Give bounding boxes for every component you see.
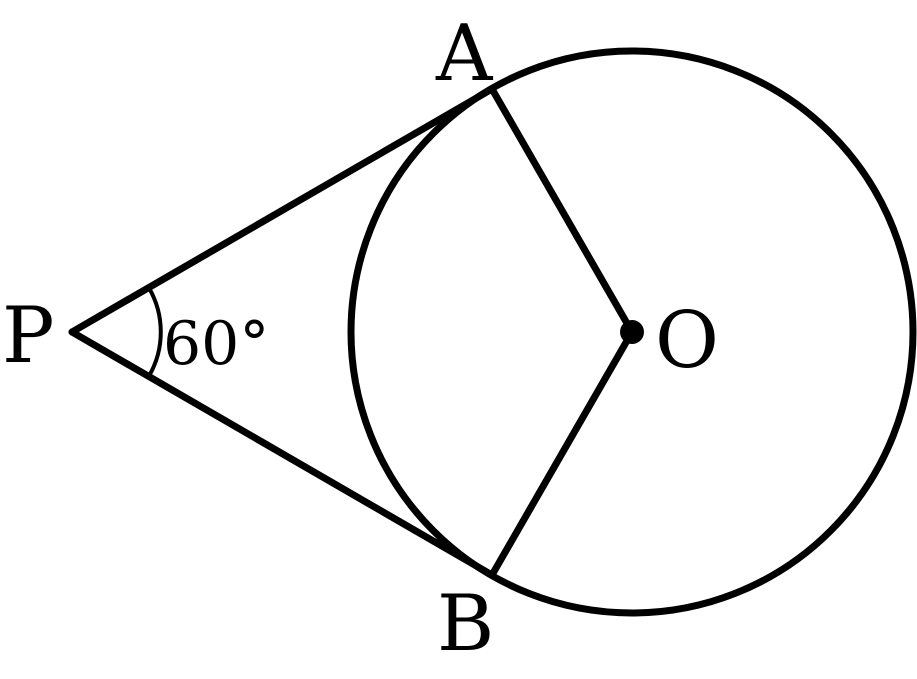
tangent-pa: [68, 85, 496, 336]
tangent-pb: [68, 328, 496, 579]
angle-label: 60°: [163, 309, 269, 379]
angle-arc: [147, 286, 163, 378]
label-a: A: [435, 9, 494, 99]
label-p: P: [2, 291, 54, 381]
circle: [347, 47, 917, 617]
center-point: [620, 320, 644, 344]
label-b: B: [437, 579, 494, 669]
radius-oa: [488, 85, 636, 336]
label-o: O: [655, 296, 719, 386]
radius-ob: [488, 328, 636, 579]
